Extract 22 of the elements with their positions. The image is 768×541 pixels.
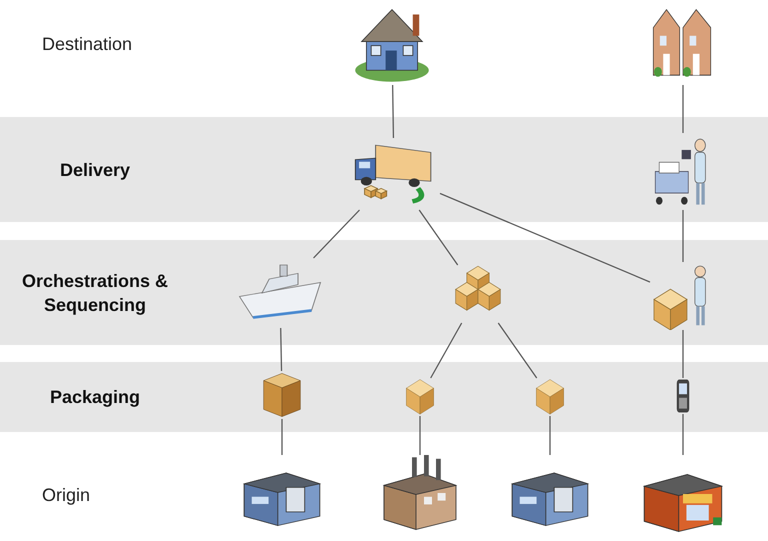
connector-line bbox=[418, 210, 458, 266]
connector-line bbox=[682, 210, 684, 262]
band bbox=[0, 117, 768, 222]
connector-line bbox=[498, 322, 538, 378]
connector-line bbox=[682, 330, 684, 378]
connector-line bbox=[682, 85, 684, 133]
band-label: Packaging bbox=[48, 386, 142, 409]
band bbox=[0, 362, 768, 432]
connector-line bbox=[313, 210, 360, 258]
connector-line bbox=[392, 84, 394, 138]
connector-line bbox=[281, 419, 283, 455]
connector-line bbox=[419, 416, 421, 455]
connector-line bbox=[280, 328, 282, 372]
band bbox=[0, 240, 768, 345]
band-label: Delivery bbox=[58, 159, 132, 182]
connector-line bbox=[430, 322, 462, 378]
row-label: Destination bbox=[42, 34, 132, 55]
connector-line bbox=[549, 416, 551, 455]
connector-line bbox=[682, 414, 684, 455]
band-label: Orchestrations & Sequencing bbox=[20, 270, 170, 317]
row-label: Origin bbox=[42, 485, 90, 506]
connector-line bbox=[440, 192, 650, 283]
